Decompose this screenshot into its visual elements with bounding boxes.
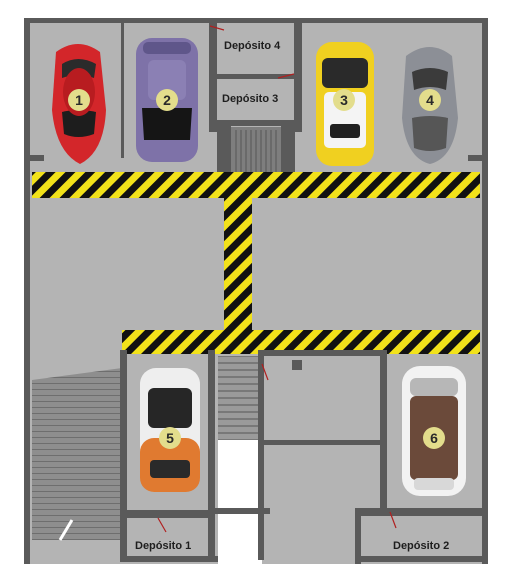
spot-6-number-badge [423,427,445,449]
elevator-shaft-lines [235,130,277,172]
spot-3-number: 3 [340,92,348,108]
spot-2-number: 2 [163,92,171,108]
storage-label-1: Depósito 1 [135,540,191,552]
hazard-stripe-top [32,172,480,198]
car-spot-4: 4 [402,47,458,164]
ramp-break-line [58,519,74,541]
storage-label-3: Depósito 3 [222,93,278,105]
spot-4-number-badge [419,89,441,111]
spot-5-number-badge [159,427,181,449]
stairs [218,356,258,440]
spot-1-number: 1 [75,92,83,108]
storage-label-4: Depósito 4 [224,40,281,52]
spot-1-number-badge [68,89,90,111]
exterior-area [218,418,262,564]
ramp [32,368,122,540]
spot-6-number: 6 [430,430,438,446]
spot-5-number: 5 [166,430,174,446]
car-spot-1: 1 [52,44,106,164]
spot-3-number-badge [333,89,355,111]
spot-2-number-badge [156,89,178,111]
car-spot-2: 2 [136,38,198,162]
hazard-stripe-centre [224,195,252,335]
car-spot-3: 3 [316,42,374,166]
storage-label-2: Depósito 2 [393,540,449,552]
walls [24,18,488,564]
car-spot-5: 5 [140,368,200,492]
car-spot-6: 6 [402,366,466,496]
door-swings [157,25,397,533]
spot-4-number: 4 [426,92,434,108]
